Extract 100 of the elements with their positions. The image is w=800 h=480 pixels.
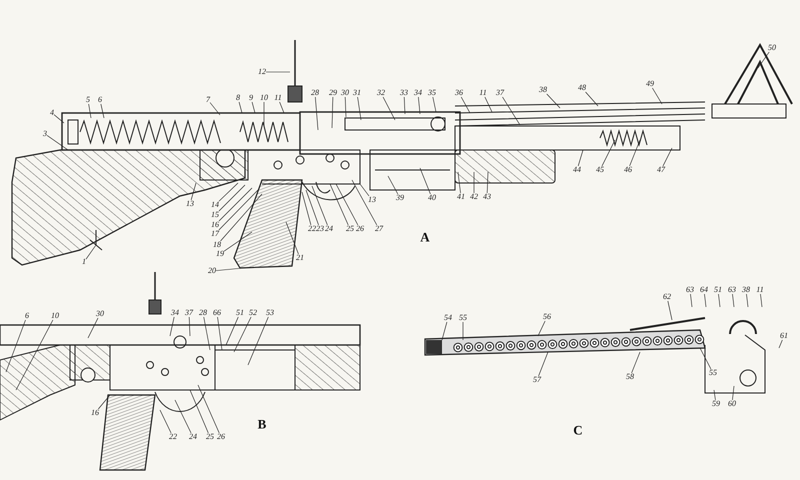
callout-number: 37 <box>185 309 193 317</box>
callout-number: 57 <box>533 376 541 384</box>
leader-line <box>732 386 734 400</box>
callout-number: 51 <box>714 286 722 294</box>
leader-line <box>218 184 246 212</box>
callout-number: 58 <box>626 373 634 381</box>
callout-number: 39 <box>396 194 404 202</box>
callout-number: 35 <box>428 89 436 97</box>
callout-number: 46 <box>624 166 632 174</box>
callout-number: 18 <box>213 241 221 249</box>
callout-number: 11 <box>756 286 764 294</box>
callout-number: 16 <box>211 221 219 229</box>
callout-number: 33 <box>400 89 408 97</box>
leader-line <box>486 172 488 194</box>
callout-number: 27 <box>375 225 383 233</box>
leader-line <box>279 102 284 114</box>
leader-line <box>704 294 706 308</box>
callout-number: 22 <box>169 433 177 441</box>
callout-number: 43 <box>483 193 491 201</box>
leader-line <box>662 148 672 166</box>
callout-number: 48 <box>578 84 586 92</box>
callout-number: 34 <box>171 309 179 317</box>
callout-number: 59 <box>712 400 720 408</box>
callout-number: 24 <box>325 225 333 233</box>
leader-line <box>190 390 209 434</box>
callout-number: 25 <box>346 225 354 233</box>
callout-number: 40 <box>428 194 436 202</box>
leader-line <box>462 322 464 340</box>
callout-number: 36 <box>455 89 463 97</box>
callout-number: 13 <box>186 200 194 208</box>
leader-line <box>217 316 222 350</box>
leader-line <box>315 96 318 130</box>
callout-number: 17 <box>211 230 219 238</box>
leader-line <box>203 316 210 350</box>
leader-line <box>98 394 110 410</box>
callout-number: 54 <box>444 314 452 322</box>
callout-number: 26 <box>356 225 364 233</box>
leader-line <box>420 168 431 194</box>
leader-line <box>718 294 720 308</box>
leader-line <box>218 190 258 230</box>
leader-line <box>218 188 252 222</box>
callout-number: 38 <box>742 286 750 294</box>
leader-line <box>700 348 712 370</box>
leader-line <box>54 114 64 124</box>
leader-line <box>88 104 92 118</box>
callout-number: 44 <box>573 166 581 174</box>
callout-number: 62 <box>663 293 671 301</box>
leader-line <box>602 140 616 166</box>
callout-number: 50 <box>768 44 776 52</box>
callout-number: 26 <box>217 433 225 441</box>
callout-number: 42 <box>470 193 478 201</box>
leader-line <box>238 102 242 114</box>
leader-line <box>220 194 262 242</box>
leader-line <box>234 316 252 352</box>
callout-number: 63 <box>686 286 694 294</box>
leader-line <box>442 322 448 340</box>
callout-number: 38 <box>539 86 547 94</box>
callout-number: 37 <box>496 89 504 97</box>
callout-number: 1 <box>82 258 86 266</box>
leader-line <box>746 294 748 308</box>
leader-line <box>224 232 252 252</box>
callout-number: 30 <box>341 89 349 97</box>
leader-line <box>546 94 560 108</box>
callout-number: 8 <box>236 94 240 102</box>
leader-line <box>46 135 68 150</box>
leader-line <box>100 104 104 118</box>
leader-line <box>629 140 640 166</box>
leader-line <box>88 318 98 338</box>
leader-line <box>631 352 640 374</box>
callout-number: 63 <box>728 286 736 294</box>
callout-number: 49 <box>646 80 654 88</box>
callout-number: 61 <box>780 332 788 340</box>
leader-line <box>16 320 54 390</box>
leader-line <box>778 340 783 348</box>
callout-number: 28 <box>199 309 207 317</box>
callout-number: 6 <box>25 312 29 320</box>
leader-line <box>714 390 716 400</box>
leader-line <box>6 320 26 372</box>
callout-number: 56 <box>543 313 551 321</box>
callout-number: 34 <box>414 89 422 97</box>
leader-line <box>312 186 328 226</box>
callout-number: 25 <box>206 433 214 441</box>
callout-number: 21 <box>296 254 304 262</box>
leader-line <box>484 96 492 112</box>
callout-number: 24 <box>189 433 197 441</box>
figure-label: A <box>420 230 430 244</box>
leader-line <box>578 150 584 166</box>
leader-line <box>585 92 598 106</box>
leader-line <box>218 182 238 202</box>
callout-number: 16 <box>91 409 99 417</box>
leader-line <box>344 96 346 118</box>
leader-line <box>188 316 190 336</box>
leader-line <box>210 102 220 116</box>
callout-number: 4 <box>50 109 54 117</box>
leader-line <box>690 294 692 308</box>
callout-number: 31 <box>353 89 361 97</box>
callout-number: 41 <box>457 193 465 201</box>
callout-number: 10 <box>51 312 59 320</box>
callout-number: 7 <box>206 96 210 104</box>
callout-number: 30 <box>96 310 104 318</box>
